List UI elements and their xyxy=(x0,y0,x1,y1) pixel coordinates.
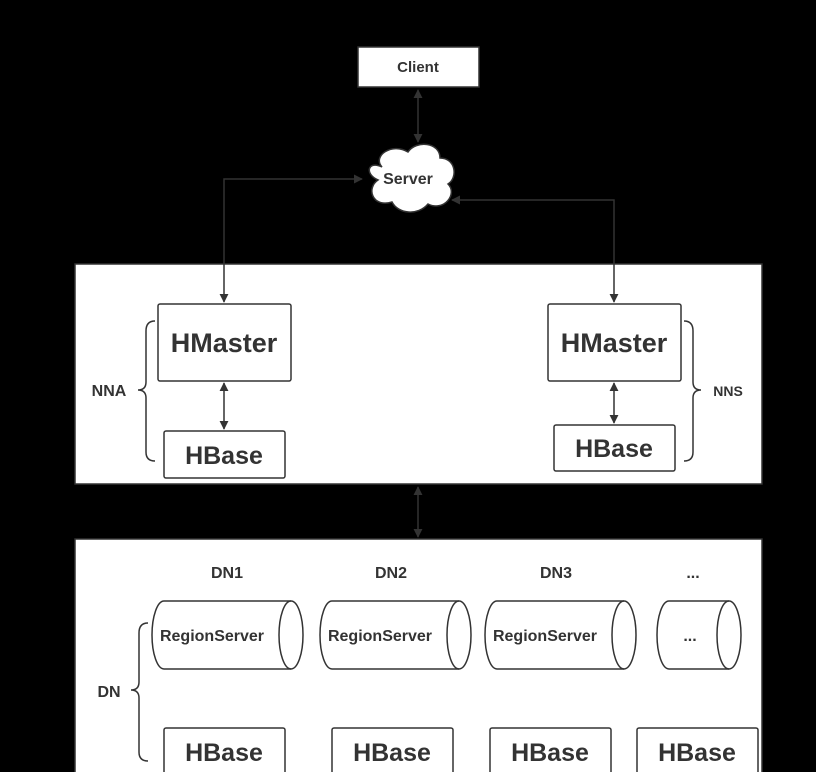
datanode-name: DN1 xyxy=(211,565,243,582)
right-hmaster-label: HMaster xyxy=(561,328,668,358)
left-hbase-label: HBase xyxy=(185,442,263,470)
hbase-label: HBase xyxy=(353,739,431,767)
nna-label: NNA xyxy=(92,383,127,400)
hbase-label: HBase xyxy=(185,739,263,767)
hbase-label: HBase xyxy=(511,739,589,767)
left-hmaster-box xyxy=(157,303,292,382)
hbase-box xyxy=(163,727,286,772)
hbase-box xyxy=(489,727,612,772)
hbase-box xyxy=(331,727,454,772)
datanode-name: ... xyxy=(686,565,699,582)
datanode-3: DN3 RegionServer HBase xyxy=(484,565,637,772)
right-hbase-label: HBase xyxy=(575,435,653,463)
cylinder-face xyxy=(611,600,625,670)
datanode-2: DN2 RegionServer HBase xyxy=(319,565,472,772)
dn-bracket xyxy=(130,622,149,762)
regionserver-cylinder xyxy=(656,600,742,670)
hbase-box xyxy=(636,727,759,772)
client-box xyxy=(357,46,480,88)
nna-bracket xyxy=(137,320,156,462)
right-hmaster-box xyxy=(547,303,682,382)
dn-label: DN xyxy=(97,684,120,701)
regionserver-label: RegionServer xyxy=(160,628,264,645)
cylinder-face xyxy=(446,600,460,670)
right-hbase-box xyxy=(553,424,676,472)
server-label: Server xyxy=(383,171,433,188)
server-cloud: Server xyxy=(368,143,455,213)
server-left-hmaster-arrow xyxy=(219,174,363,303)
datanode-1: DN1 RegionServer HBase xyxy=(151,565,304,772)
datanode-more: ... ... HBase xyxy=(636,565,759,772)
datanode-name: DN2 xyxy=(375,565,407,582)
datanode-name: DN3 xyxy=(540,565,572,582)
nns-label: NNS xyxy=(713,383,743,399)
nns-bracket xyxy=(683,320,702,462)
regionserver-label: ... xyxy=(683,628,696,645)
regionserver-label: RegionServer xyxy=(328,628,432,645)
cylinder-face xyxy=(716,600,730,670)
client-label: Client xyxy=(397,59,439,76)
left-hbase-box xyxy=(163,430,286,479)
server-right-hmaster-arrow xyxy=(451,195,619,303)
cylinder-face xyxy=(278,600,292,670)
regionserver-label: RegionServer xyxy=(493,628,597,645)
hbase-label: HBase xyxy=(658,739,736,767)
left-hmaster-label: HMaster xyxy=(171,328,278,358)
